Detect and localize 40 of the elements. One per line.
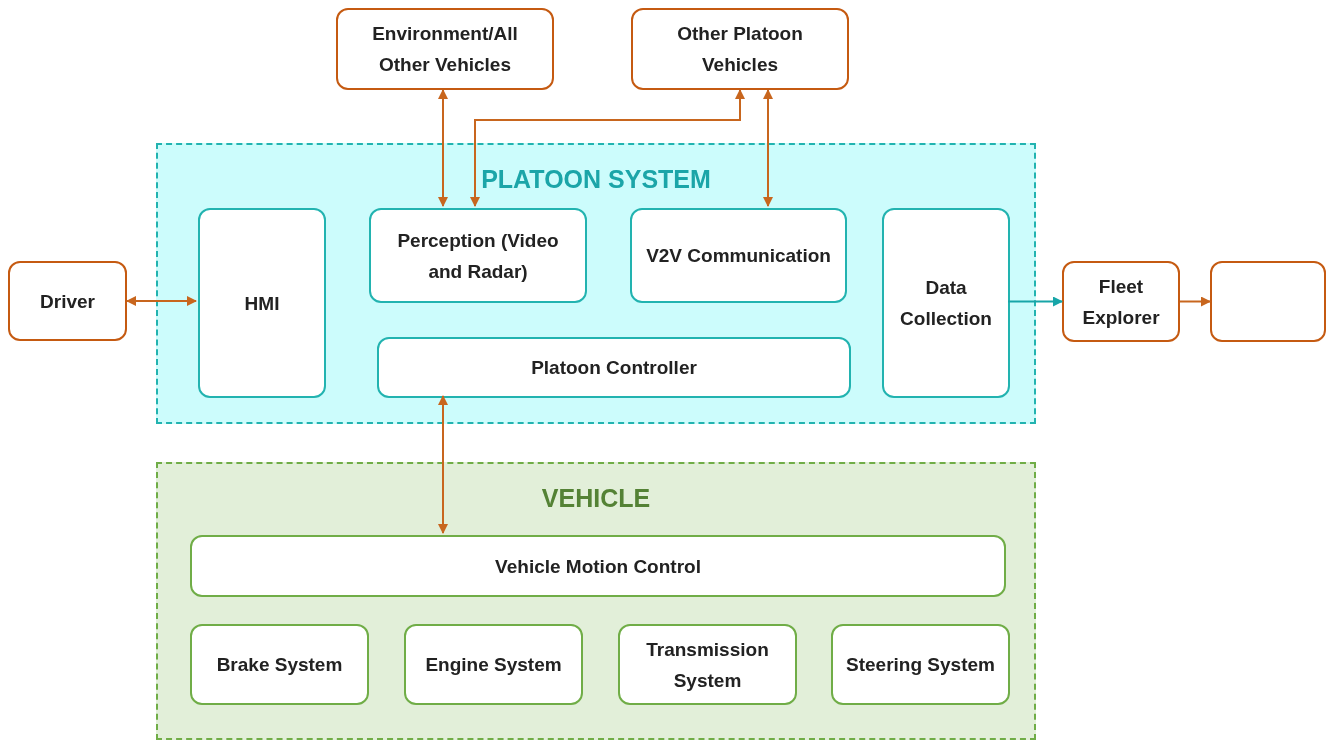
box-label: Environment/All Other Vehicles bbox=[371, 22, 519, 77]
process-box bbox=[190, 535, 1006, 597]
process-box bbox=[831, 624, 1010, 705]
group-title: VEHICLE bbox=[540, 483, 652, 514]
box-label: V2V Communication bbox=[646, 244, 831, 268]
arrow bbox=[470, 89, 745, 207]
process-box bbox=[631, 8, 849, 90]
box-label: Steering System bbox=[846, 653, 995, 677]
box-label: HMI bbox=[244, 291, 280, 316]
process-box bbox=[618, 624, 797, 705]
group-panel bbox=[156, 462, 1036, 740]
arrow bbox=[1179, 296, 1211, 307]
process-box bbox=[8, 261, 127, 341]
box-label: Driver bbox=[40, 289, 95, 314]
box-label: Data Collection bbox=[899, 276, 993, 331]
process-box bbox=[190, 624, 369, 705]
group-title: PLATOON SYSTEM bbox=[480, 164, 712, 195]
arrow bbox=[126, 296, 197, 306]
arrow bbox=[763, 89, 773, 207]
group-panel bbox=[156, 143, 1036, 424]
box-label: Brake System bbox=[216, 653, 343, 677]
process-box bbox=[630, 208, 847, 303]
box-label: Transmission System bbox=[645, 637, 770, 693]
box-label: Other Platoon Vehicles bbox=[676, 22, 804, 77]
box-label: Platoon Controller bbox=[531, 356, 697, 380]
box-label: Vehicle Motion Control bbox=[495, 554, 701, 579]
arrow bbox=[438, 89, 448, 207]
process-box bbox=[404, 624, 583, 705]
process-box bbox=[1062, 261, 1180, 342]
process-box bbox=[377, 337, 851, 398]
process-box bbox=[198, 208, 326, 398]
process-box bbox=[336, 8, 554, 90]
box-label: Engine System bbox=[425, 653, 562, 677]
box-label: Perception (Video and Radar) bbox=[396, 228, 560, 284]
process-box bbox=[369, 208, 587, 303]
arrow bbox=[438, 395, 448, 534]
arrow bbox=[1007, 296, 1063, 307]
box-label: Fleet Explorer bbox=[1081, 274, 1161, 330]
empty-box bbox=[1210, 261, 1326, 342]
process-box bbox=[882, 208, 1010, 398]
